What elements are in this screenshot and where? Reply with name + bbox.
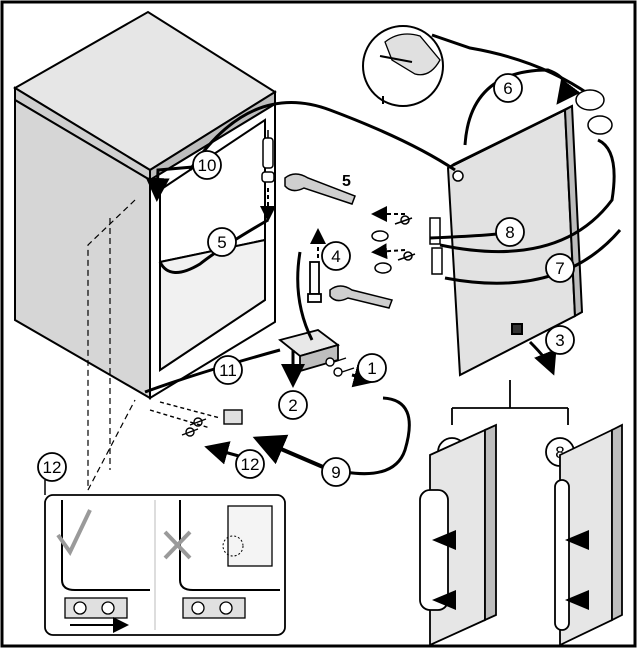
callout-number: 12 [241, 455, 260, 474]
callout-circle [321, 457, 351, 487]
callout-circle [37, 452, 67, 482]
callout-number: 8 [555, 443, 564, 462]
callout-number: 1 [367, 359, 376, 378]
callout-circle [321, 241, 351, 271]
wrench-icon: 5 [284, 173, 356, 205]
callout-circle [278, 390, 308, 420]
callout-circle [495, 217, 525, 247]
wrench-icon-lower [329, 285, 393, 309]
fridge-cabinet [13, 10, 277, 400]
lower-hinge-bracket [278, 261, 340, 373]
callout-number: 9 [331, 463, 340, 482]
screw-detail [575, 89, 613, 135]
callout-circle [545, 325, 575, 355]
dashed-outline [87, 199, 136, 491]
callout-number: 4 [331, 247, 340, 266]
callout-circle [545, 253, 575, 283]
door-hinge-detail [419, 380, 623, 647]
push-arrows [432, 530, 589, 610]
callout-circle [207, 227, 237, 257]
callout-circle [213, 355, 243, 385]
top-hinge-pin [261, 130, 275, 183]
callout-number: 2 [288, 396, 297, 415]
inset-panel [44, 480, 286, 636]
callout-number: 7 [555, 259, 564, 278]
callout-number: 3 [555, 331, 564, 350]
callout-number: 11 [219, 361, 237, 380]
check-mark-icon [56, 509, 92, 556]
bottom-parts [149, 401, 243, 437]
callout-number: 6 [503, 79, 512, 98]
callout-circle [192, 150, 222, 180]
wrench-label: 5 [342, 173, 351, 190]
cross-mark-icon [163, 530, 192, 560]
bracket-screws [325, 357, 355, 377]
door-hinge-parts [371, 170, 464, 275]
callout-circle [235, 449, 265, 479]
callout-number: 10 [198, 156, 217, 175]
callout-circle [493, 73, 523, 103]
callout-number: 8 [505, 223, 514, 242]
callout-number: 5 [217, 233, 226, 252]
callout-circle [357, 353, 387, 383]
connector-lines [144, 33, 622, 476]
dashed-arrows [310, 206, 406, 260]
callout-number: 12 [43, 458, 62, 477]
detail-circle [362, 25, 444, 107]
